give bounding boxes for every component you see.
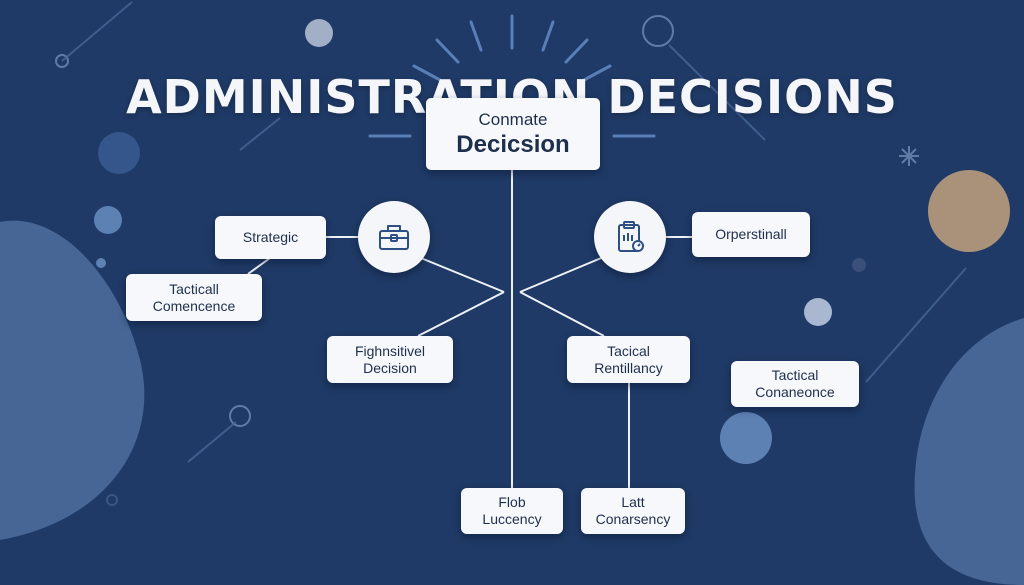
node-latt-conarsency[interactable]: Latt Conarsency — [581, 488, 685, 534]
circle-deco — [55, 54, 69, 68]
node-strategic[interactable]: Strategic — [215, 216, 326, 259]
node-line: Latt — [621, 494, 645, 510]
node-line: Tactical — [771, 367, 819, 383]
node-line: Rentillancy — [594, 359, 663, 376]
circle-deco — [106, 494, 118, 506]
node-tactical-conaneonce[interactable]: Tactical Conaneonce — [731, 361, 859, 407]
circle-deco — [852, 258, 866, 272]
connector-line — [519, 291, 605, 337]
connector-line — [247, 257, 271, 275]
node-operational[interactable]: Orperstinall — [692, 212, 810, 257]
clipboard-circle[interactable] — [594, 201, 666, 273]
circle-deco — [305, 19, 333, 47]
node-line: Decicsion — [456, 131, 570, 158]
connector-line — [519, 255, 607, 293]
node-line: Conarsency — [595, 511, 671, 527]
node-line: Strategic — [242, 229, 299, 245]
briefcase-circle[interactable] — [358, 201, 430, 273]
node-line: Orperstinall — [715, 226, 787, 242]
right-blob — [914, 318, 1024, 585]
briefcase-icon — [379, 225, 409, 250]
circle-deco — [96, 258, 106, 268]
node-line: Flob — [498, 494, 526, 510]
circle-deco — [642, 15, 674, 47]
connector-line — [415, 255, 505, 293]
circle-deco — [720, 412, 772, 464]
circle-deco — [928, 170, 1010, 252]
left-blob — [0, 220, 145, 541]
circle-deco — [229, 405, 251, 427]
node-line: Decision — [363, 359, 417, 376]
node-tactical-rentillancy[interactable]: Tacical Rentillancy — [567, 336, 690, 383]
node-line: Luccency — [482, 511, 542, 527]
node-line: Conaneonce — [755, 384, 835, 400]
central-decision-node[interactable]: Conmate Decicsion — [426, 98, 600, 170]
node-line: Conmate — [478, 110, 548, 129]
node-line: Comencence — [152, 297, 236, 314]
circle-deco — [94, 206, 122, 234]
node-flob-luccency[interactable]: Flob Luccency — [461, 488, 563, 534]
node-line: Tacical — [607, 342, 650, 359]
circle-deco — [98, 132, 140, 174]
node-fighnsitivel-decision[interactable]: Fighnsitivel Decision — [327, 336, 453, 383]
node-line: Tacticall — [169, 280, 219, 297]
node-line: Fighnsitivel — [354, 342, 426, 359]
node-tactical-commence[interactable]: Tacticall Comencence — [126, 274, 262, 321]
circle-deco — [804, 298, 832, 326]
connector-line — [417, 291, 505, 337]
clipboard-icon — [618, 221, 644, 252]
